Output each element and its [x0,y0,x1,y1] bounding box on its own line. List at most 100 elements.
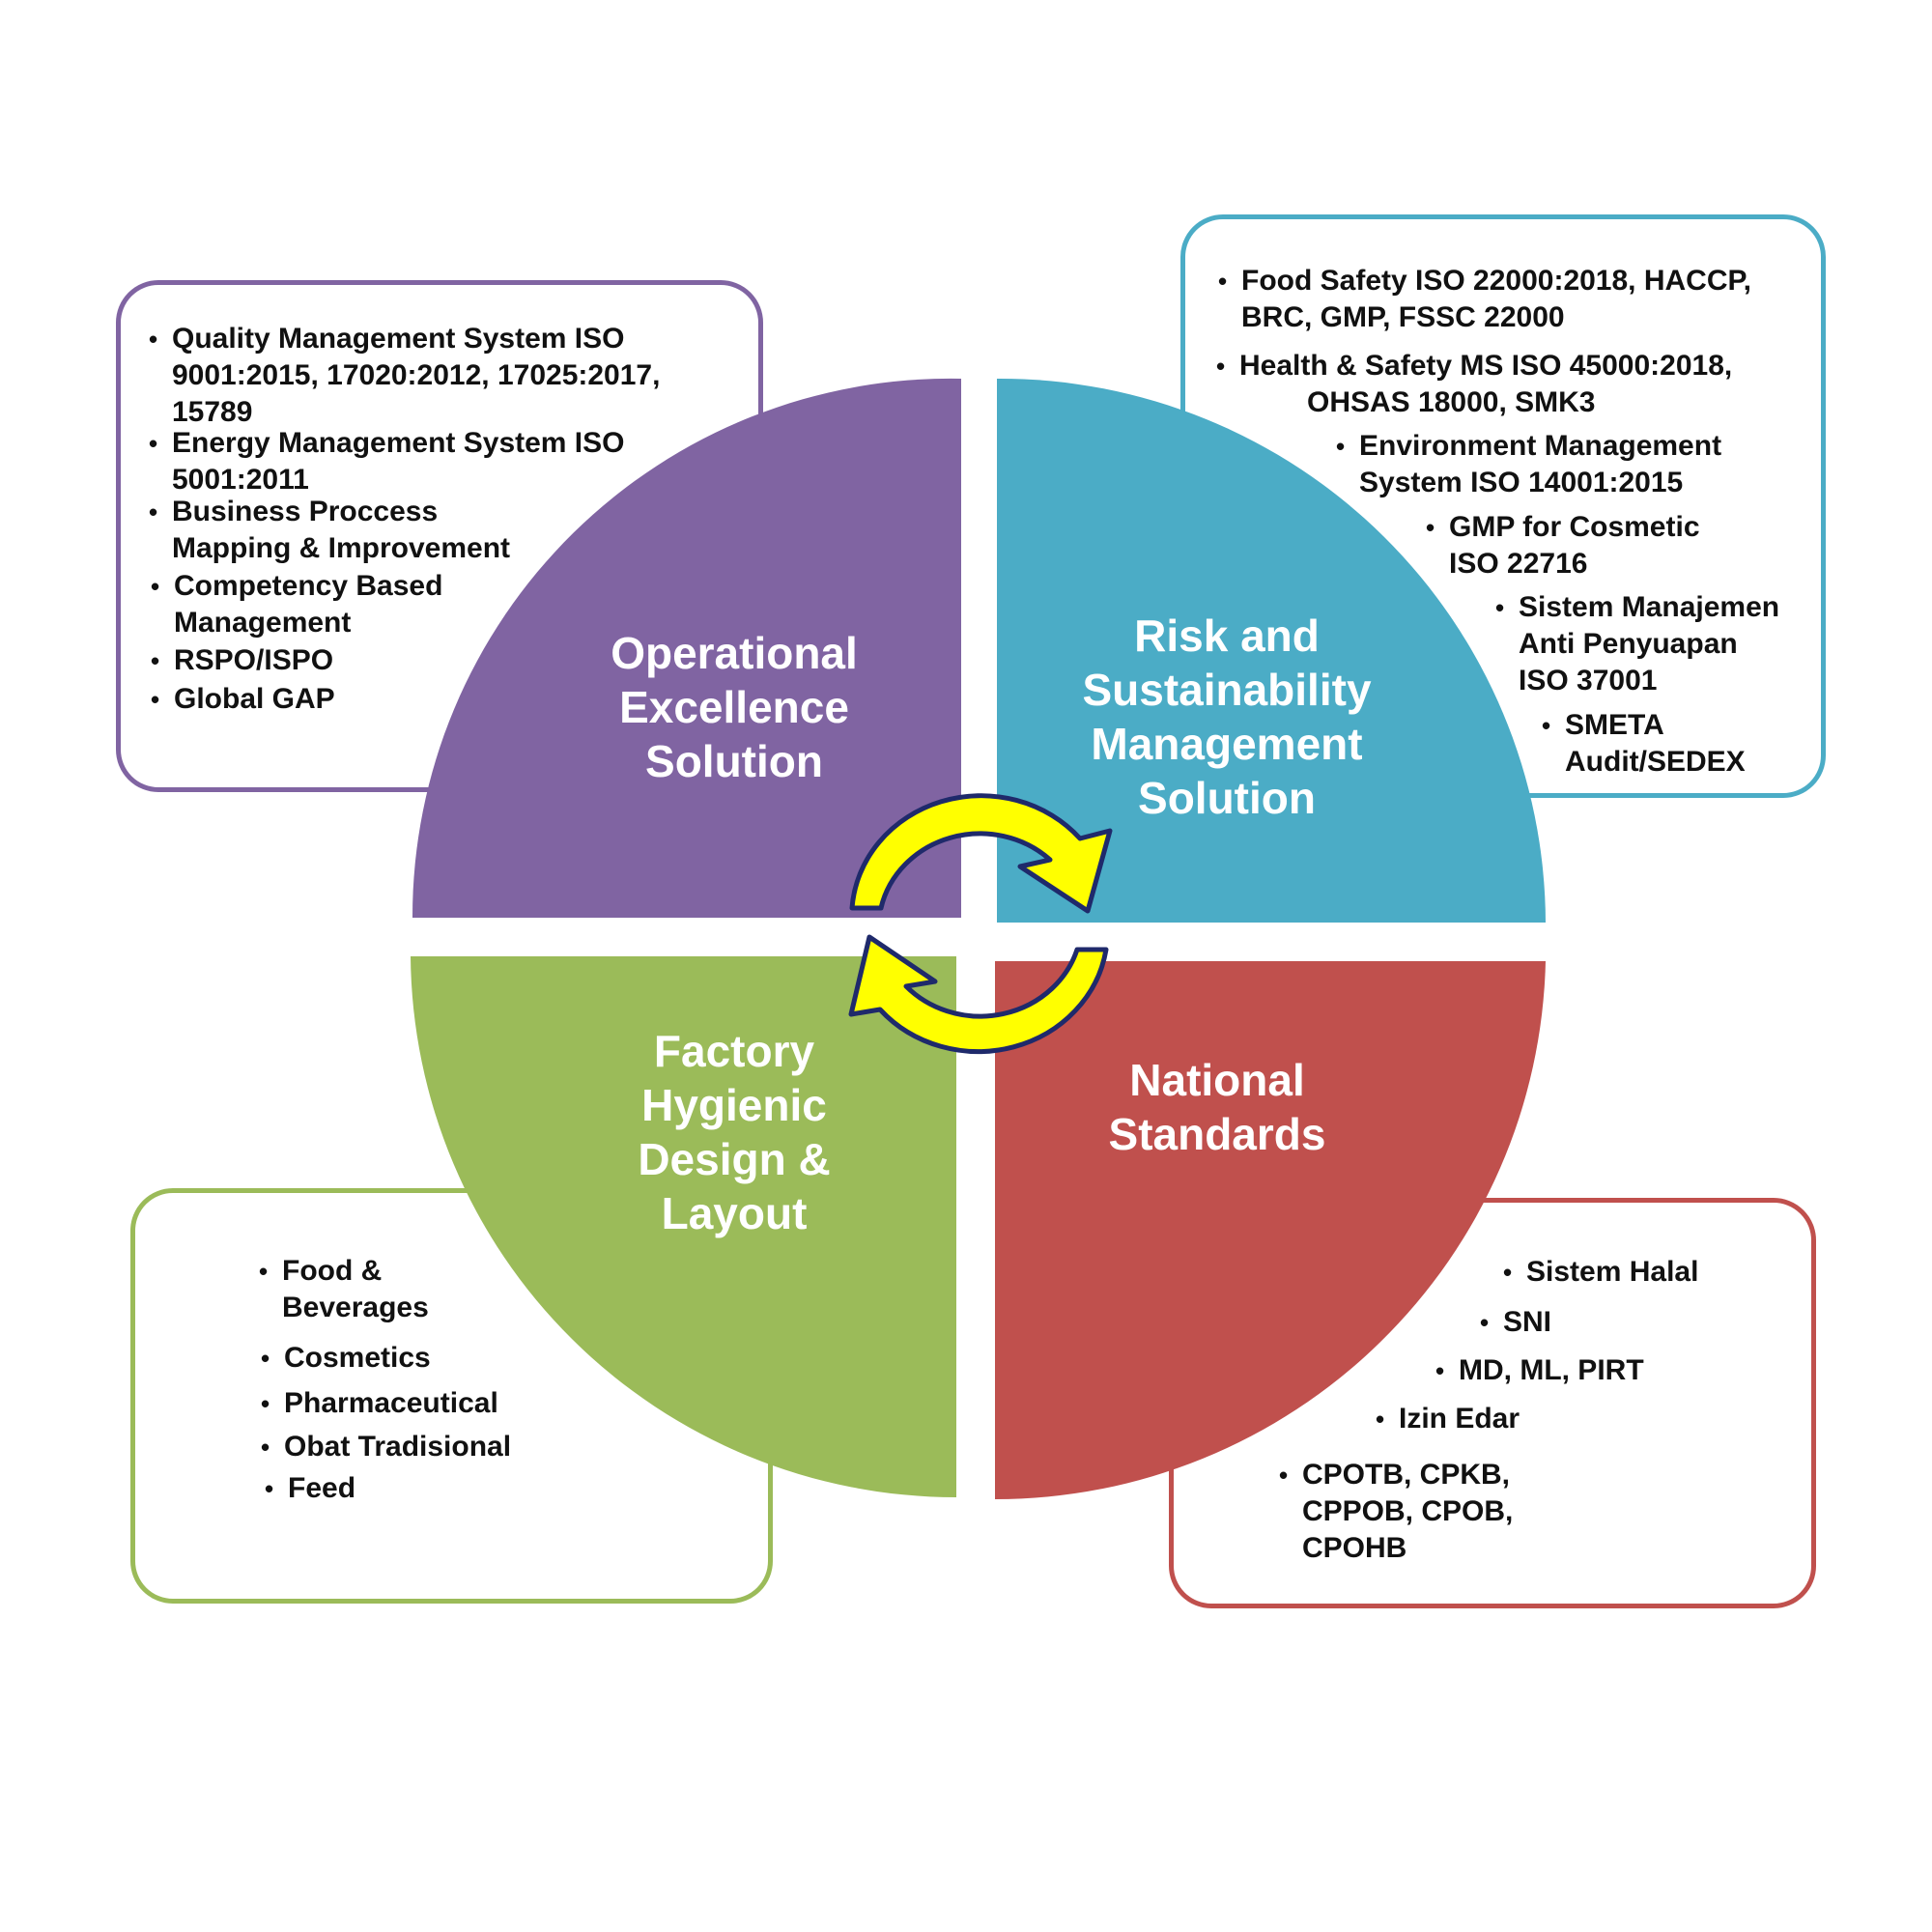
list-item-text: CPOTB, CPKB, [1302,1459,1511,1491]
bullet-icon: • [1542,711,1551,740]
upper-cycle-arrow [849,793,1113,914]
list-item-text: 9001:2015, 17020:2012, 17025:2017, [172,359,661,391]
bullet-icon: • [1336,432,1346,461]
title-line: Sustainability [1082,665,1372,715]
bullet-icon: • [1495,593,1505,622]
bullet-icon: • [1480,1308,1490,1337]
segment-national [995,961,1546,1499]
list-item-text: Pharmaceutical [284,1387,498,1419]
bullet-icon: • [1426,513,1435,542]
bullet-icon: • [1218,267,1228,296]
list-item-text: CPOHB [1302,1532,1407,1564]
list-item-text: Mapping & Improvement [172,532,511,564]
bullet-icon: • [259,1257,269,1286]
list-item-text: Competency Based [174,570,443,602]
bullet-icon: • [261,1344,270,1373]
list-item-text: 15789 [172,396,253,428]
list-item: • Izin Edar [1376,1401,1520,1437]
bullet-icon: • [1503,1258,1513,1287]
title-line: Solution [1138,773,1316,823]
title-line: Solution [645,736,823,786]
list-item: • Health & Safety MS ISO 45000:2018, OHSAS… [1216,348,1733,421]
list-item: • Food & Beverages [259,1253,429,1326]
list-item-text: Sistem Manajemen [1519,591,1780,623]
list-item: • Energy Management System ISO 5001:2011 [149,425,625,498]
bullet-icon: • [265,1474,274,1503]
list-item-text: Audit/SEDEX [1565,746,1746,778]
list-item-text: SNI [1503,1306,1552,1338]
bullet-icon: • [149,497,158,526]
list-item-text: System ISO 14001:2015 [1359,467,1684,498]
bullet-icon: • [1216,352,1226,381]
title-line: National [1129,1055,1305,1105]
list-item: • Quality Management System ISO 9001:2015,… [149,321,661,431]
list-item-text: Izin Edar [1399,1403,1520,1435]
bullet-icon: • [261,1433,270,1462]
title-line: Standards [1108,1109,1326,1159]
bullet-icon: • [151,572,160,601]
list-item-text: Feed [288,1472,356,1504]
list-item-text: ISO 37001 [1519,665,1658,696]
list-item-text: Food Safety ISO 22000:2018, HACCP, [1241,265,1751,297]
lower-cycle-arrow [848,934,1109,1055]
bullet-icon: • [149,429,158,458]
bullet-icon: • [149,325,158,354]
list-item: • Food Safety ISO 22000:2018, HACCP, BRC, … [1218,263,1751,336]
list-item: • Obat Tradisional [261,1429,512,1465]
list-item-text: Global GAP [174,683,335,715]
list-item-text: Quality Management System ISO [172,323,625,355]
list-item-text: Environment Management [1359,430,1722,462]
title-line: Management [1091,719,1363,769]
cycle-arrows-icon [848,793,1113,1055]
list-item-text: Beverages [282,1292,429,1323]
bullet-icon: • [151,685,160,714]
list-item-text: Cosmetics [284,1342,431,1374]
list-item: • CPOTB, CPKB, CPPOB, CPOB, CPOHB [1279,1457,1514,1567]
title-line: Design & [638,1134,831,1184]
list-item-text: OHSAS 18000, SMK3 [1307,386,1596,418]
list-item: • Feed [265,1470,356,1507]
segment-operational [412,378,961,918]
list-item: • Global GAP [151,681,335,718]
list-item: •RSPO/ISPO [151,642,334,679]
bullet-icon: • [261,1389,270,1418]
bullet-icon: • [1376,1405,1385,1434]
list-item-text: BRC, GMP, FSSC 22000 [1241,301,1565,333]
list-item-text: 5001:2011 [172,464,309,496]
list-item-text: ISO 22716 [1449,548,1588,580]
title-line: Layout [661,1188,808,1238]
list-item-text: Anti Penyuapan [1519,628,1738,660]
list-item: • Sistem Halal [1503,1254,1699,1291]
list-item-text: CPPOB, CPOB, [1302,1495,1514,1527]
title-line: Factory [653,1026,815,1076]
title-line: Hygienic [641,1080,827,1130]
list-item-text: Food & [282,1255,383,1287]
list-item: • Pharmaceutical [261,1385,498,1422]
list-item-text: RSPO/ISPO [174,644,334,676]
segment-factory [411,956,956,1497]
list-item-text: Sistem Halal [1526,1256,1699,1288]
bullet-icon: • [1279,1461,1289,1490]
title-line: Excellence [619,682,849,732]
list-item-text: Health & Safety MS ISO 45000:2018, [1239,350,1733,382]
segment-risk [997,378,1546,923]
title-line: Operational [611,628,858,678]
list-item: • SNI [1480,1304,1552,1341]
list-item: • Cosmetics [261,1340,431,1377]
list-item: •MD, ML, PIRT [1435,1352,1644,1389]
list-item-text: Obat Tradisional [284,1431,512,1463]
list-item-text: MD, ML, PIRT [1459,1354,1644,1386]
list-item-text: Management [174,607,352,639]
list-item-text: Energy Management System ISO [172,427,625,459]
title-line: Risk and [1134,611,1320,661]
